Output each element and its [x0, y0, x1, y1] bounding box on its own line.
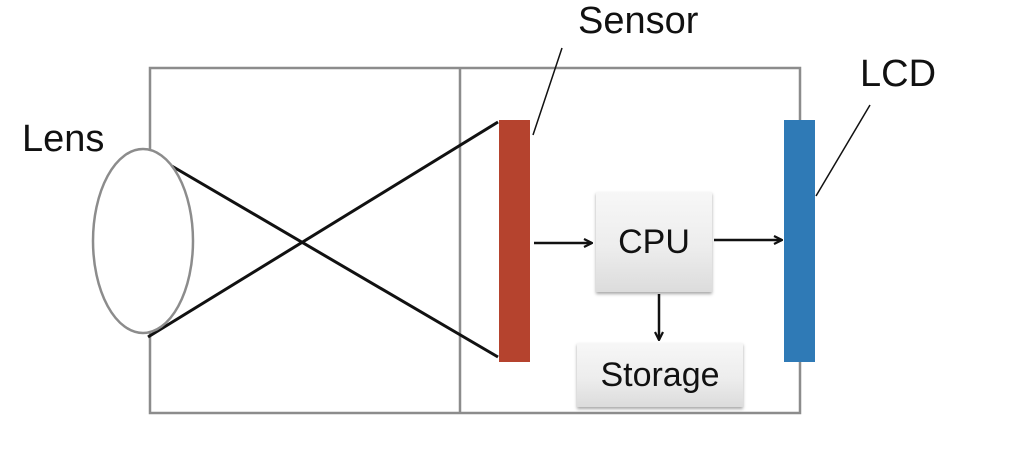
sensor-bar: [499, 120, 530, 362]
storage-box: Storage: [577, 343, 743, 407]
lcd-label: LCD: [860, 53, 937, 95]
lens-shape: [91, 147, 195, 335]
lcd-leader-line: [815, 104, 871, 197]
lcd-bar: [784, 120, 815, 362]
cpu-label: CPU: [618, 223, 690, 261]
light-ray-top: [169, 163, 499, 359]
sensor-leader-line: [532, 47, 563, 136]
light-ray-bottom: [147, 120, 499, 339]
storage-label: Storage: [600, 356, 720, 394]
sensor-label: Sensor: [578, 0, 699, 42]
lens-label: Lens: [22, 118, 105, 160]
cpu-box: CPU: [596, 192, 712, 292]
